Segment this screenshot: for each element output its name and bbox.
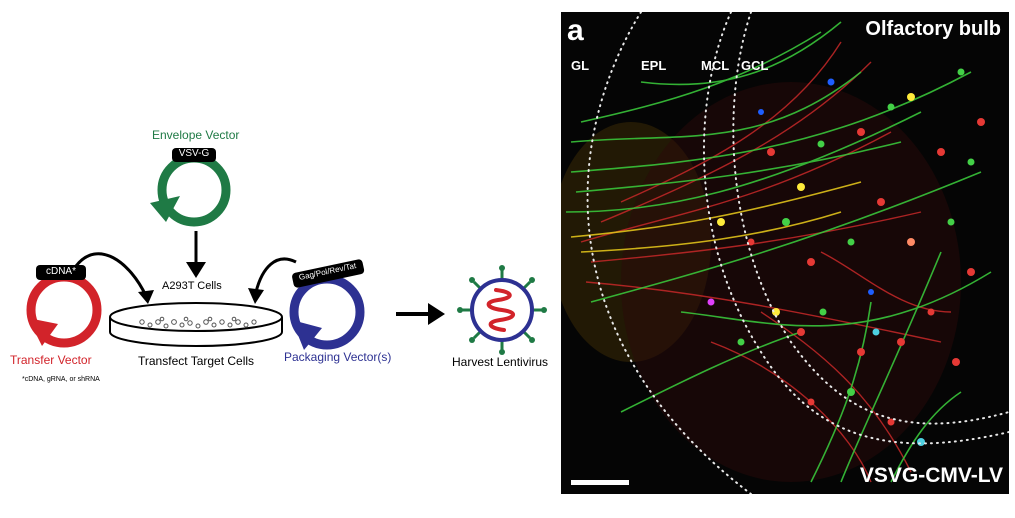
layer-label-epl: EPL [641, 58, 667, 73]
envelope-vector-tag: VSV-G [178, 148, 210, 159]
footnote: *cDNA, gRNA, or shRNA [22, 376, 100, 383]
panel-letter: a [567, 14, 584, 47]
viral-rna-icon [486, 288, 515, 332]
diagram-canvas [26, 148, 547, 355]
transfer-vector-tag: cDNA* [45, 266, 76, 277]
lentivirus-particle [457, 265, 547, 355]
arrow-transfer-to-dish [74, 252, 148, 297]
micrograph-panel: a Olfactory bulb GL EPL MCL GCL VSVG-CMV… [561, 12, 1009, 494]
layer-label-gcl: GCL [741, 58, 769, 73]
transfer-plasmid [26, 265, 102, 348]
micrograph-image [561, 12, 1009, 494]
dish-bottom-label: Transfect Target Cells [138, 354, 255, 368]
transfer-vector-title: Transfer Vector [10, 353, 92, 367]
packaging-plasmid [289, 259, 365, 350]
transfer-plasmid-arrowhead [28, 318, 58, 346]
micrograph-caption: VSVG-CMV-LV [859, 464, 1003, 487]
layer-label-mcl: MCL [701, 58, 730, 73]
envelope-vector-title: Envelope Vector [152, 128, 240, 142]
layer-label-gl: GL [571, 58, 590, 73]
envelope-plasmid [150, 148, 231, 227]
dish-top-label: A293T Cells [162, 280, 222, 292]
packaging-plasmid-arrowhead [292, 320, 322, 350]
scale-bar [571, 480, 629, 485]
envelope-plasmid-arrowhead [150, 196, 180, 222]
harvest-label: Harvest Lentivirus [452, 355, 549, 369]
packaging-vector-title: Packaging Vector(s) [284, 350, 392, 364]
arrow-packaging-to-dish [254, 257, 297, 293]
micrograph-title: Olfactory bulb [865, 18, 1001, 40]
culture-dish [109, 302, 283, 347]
